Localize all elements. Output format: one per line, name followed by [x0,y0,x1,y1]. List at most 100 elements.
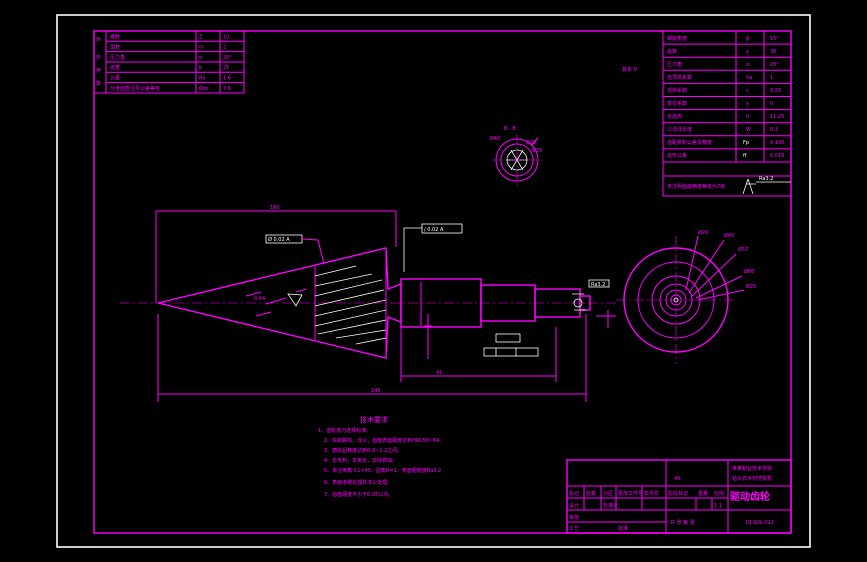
cell: 15° [770,36,779,42]
cell: 0 [770,101,773,107]
roughness-symbol-icon [742,178,791,195]
end-dim: Ø40 [724,232,734,239]
drawing-no: DJ-SDL-012 [746,520,774,526]
cell: 1 [770,75,773,81]
cell: ha [746,75,752,81]
cell: 2 [223,45,226,51]
cell: 齿形公差 [667,152,687,159]
sheet-count: 共 张 第 张 [670,519,695,526]
cell: 分度圆直径及公差等级 [110,85,160,92]
label: 标准化 [603,502,618,509]
param-table-right: 螺旋角度 β 15° 齿数 z 30 压力角 α 20° 齿顶高系数 ha 1 … [662,30,792,197]
cell: 压力角 [667,61,682,68]
cell: 模数 [110,34,120,41]
cell: 11.25 [770,114,784,120]
part-name: 驱动齿轮 [730,490,770,503]
cell: 齿数 [667,48,677,55]
label: 重量 [698,490,708,497]
cell: 25 [223,65,229,71]
dim-mid-length: 41 [436,370,442,376]
end-dim: Ø20 [698,229,708,236]
cell: Ra [199,76,205,82]
cell: b [199,65,202,71]
cell: Ødc [199,85,209,92]
cell: 齿顶高系数 [667,74,692,81]
scale: 1:1 [714,503,722,509]
cell: α [199,55,203,61]
cell: 0.100 [770,140,784,146]
label: 处数 [586,490,596,497]
label: 批准 [618,525,628,532]
cell: 30 [770,49,776,55]
cell: h [746,114,749,120]
drawing-sheet: 外 形 参 数 模数 Z 10 齿数 m 2 压力角 α 20° 齿宽 b 25… [56,14,811,548]
label: 阶段标记 [668,490,688,497]
notes-title: 技术要求 [360,415,388,424]
project: 钻头式木材劈裂机 [732,475,772,482]
cell: 公差 [110,75,120,82]
cell: c [746,88,749,94]
cell: W [746,127,751,133]
cell: Z [199,35,203,41]
note-line: 5、未注倒角 C1×45，圆角R=1，表面粗糙度Ra3.2 [324,467,441,474]
note-line: 7、齿面硬度不小于0.05以内。 [324,491,393,498]
side-label: 数 [96,80,101,87]
roughness-label: Ra3.2 [591,282,605,288]
section-label: B - B [504,126,516,132]
label: 标记 [569,490,579,497]
cell: 齿距累积公差及精度 [667,139,712,146]
section-view-gear: B - B Ø25 Ø35 Ø40 [490,126,542,186]
cell: 10 [223,35,229,41]
cell: x [746,101,749,107]
note-line: 1、齿轮滚刀选择标准。 [318,427,371,434]
cell: 变位系数 [667,100,687,107]
material: 45 [674,476,680,482]
note-line: 2、车削螺纹、淬火，齿面表面硬度达到HRC58~64。 [324,437,445,444]
cell: β [746,36,749,42]
end-view: Ø20 Ø40 Ø57 Ø86 Ø25 [616,229,756,364]
cell: 螺旋角度 [667,35,687,42]
note-line: 3、磨削后精度达到0.8~1.2之间。 [324,447,402,454]
cell: 0.018 [770,153,784,159]
label: 审核 [569,514,579,521]
side-label: 参 [96,67,101,74]
cell: Fp [743,140,749,146]
dim-total-length: 245 [371,388,381,394]
tolerance-frame: / 0.02 A [424,227,444,233]
roughness-label: Ra3.2 [759,176,773,182]
inner-border [93,30,792,534]
label: 比例 [714,490,724,497]
label: 更改文件号 [618,490,643,497]
dim: Ø40 [490,135,500,142]
dim: Ø35 [532,147,542,154]
label: 年月日 [644,490,659,497]
param-table-left: 外 形 参 数 模数 Z 10 齿数 m 2 压力角 α 20° 齿宽 b 25… [93,30,245,94]
label: 工艺 [569,526,579,532]
dim: Ø25 [526,139,536,146]
cell: 20° [223,55,232,61]
cell: 7.6 [223,86,231,92]
cell: m [199,45,204,51]
cell: α [746,62,750,68]
label: 分区 [603,490,613,497]
cell: z [746,49,749,55]
cell: 顶隙系数 [667,87,687,94]
cell: 齿宽 [110,64,120,71]
cell: 公法线长度 [667,126,692,133]
table-footer: 未注明齿面精度等级为7级 [667,183,725,190]
cell: 0.3 [770,127,778,133]
cell: 20° [770,62,779,68]
technical-notes: 技术要求 1、齿轮滚刀选择标准。 2、车削螺纹、淬火，齿面表面硬度达到HRC58… [318,415,445,498]
cone-mark: 0.04 [254,296,265,302]
end-dim: Ø86 [744,268,754,275]
hatch-area [314,265,387,345]
company: 某某职业技术学院 [732,465,772,472]
main-part-view: 0.04 180 Ø 0.02 A / 0.02 A 245 41 Ra3.2 [120,205,616,402]
cell: 1.6 [223,76,231,82]
side-label: 外 [96,36,101,43]
side-label: 形 [96,54,101,61]
cell: 全齿高 [667,113,682,120]
note-line: 6、表面渗碳处理并淬火处理。 [324,479,392,486]
note-line: 4、去毛刺，去氧化，去除锈蚀。 [324,457,397,464]
dim-top-length: 180 [270,205,280,211]
